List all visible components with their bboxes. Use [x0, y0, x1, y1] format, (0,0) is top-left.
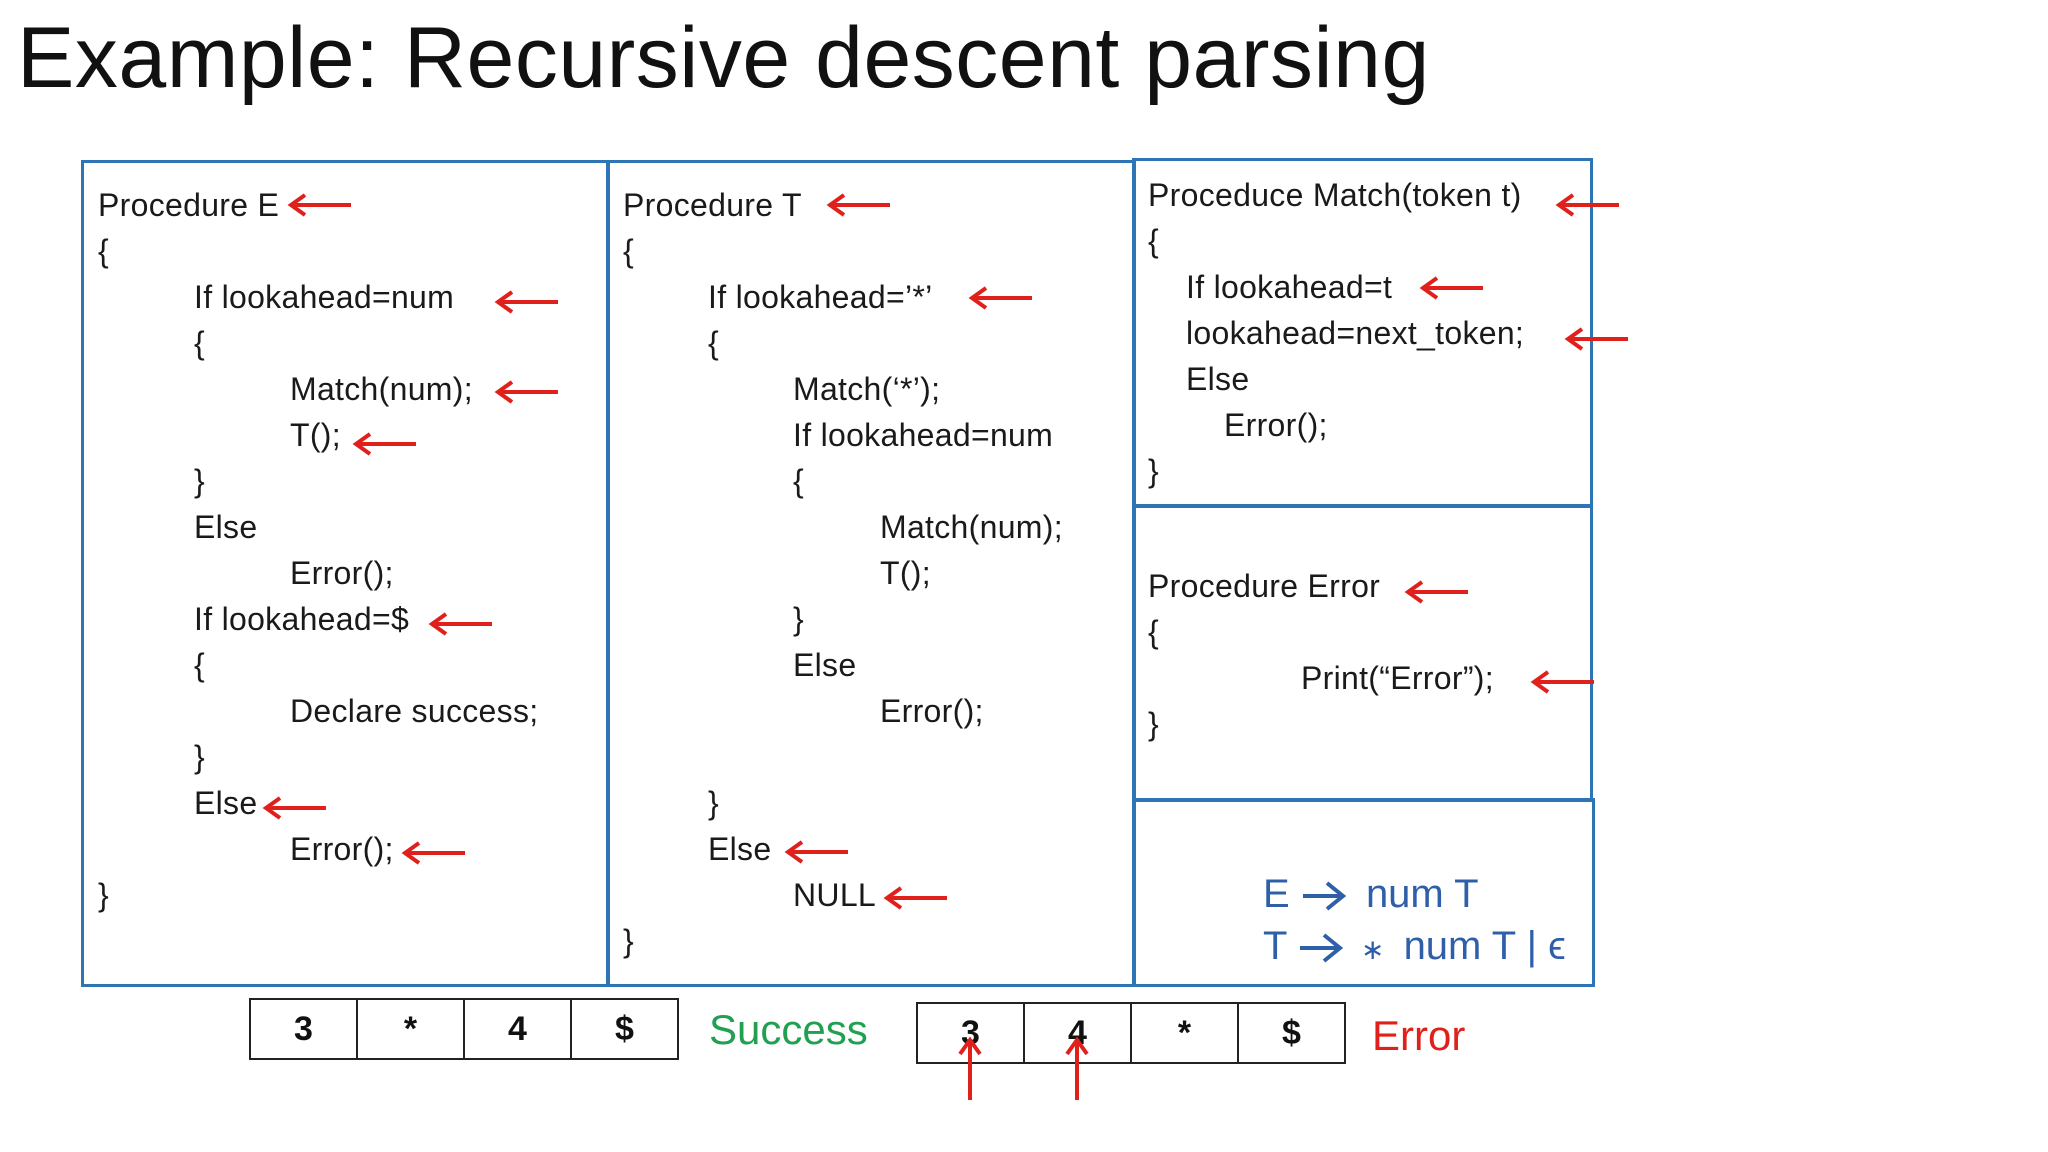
red-arrow-icon [262, 796, 326, 820]
code-line: T(); [290, 417, 341, 453]
red-arrow-icon [883, 886, 947, 910]
grammar-lhs: T [1263, 924, 1287, 968]
code-line: } [1148, 706, 1159, 742]
code-line: Error(); [880, 693, 984, 729]
right-arrow-icon [1299, 933, 1344, 963]
code-line: Match(num); [290, 371, 473, 407]
red-arrow-icon [1419, 276, 1483, 300]
grammar-box [1132, 798, 1595, 987]
red-arrow-icon [1555, 193, 1619, 217]
code-line: Declare success; [290, 693, 539, 729]
red-arrow-icon [1530, 670, 1594, 694]
input-tape-success: 3 * 4 $ [249, 998, 679, 1060]
code-line: { [1148, 223, 1159, 259]
code-line: { [1148, 614, 1159, 650]
code-line: Error(); [290, 555, 394, 591]
input-tape-error: 3 4 * $ [916, 1002, 1346, 1064]
code-line: Procedure E [98, 187, 280, 223]
right-arrow-icon [1302, 881, 1346, 911]
code-line: Error(); [290, 831, 394, 867]
tape-cell: $ [1237, 1002, 1346, 1064]
grammar-rule-1: E num T [1263, 870, 1479, 918]
code-line: Error(); [1224, 407, 1328, 443]
red-arrow-icon [968, 286, 1032, 310]
red-arrow-icon [494, 380, 558, 404]
code-line: { [194, 647, 205, 683]
grammar-star: ∗ [1360, 934, 1385, 965]
grammar-rhs: num T [1365, 872, 1479, 916]
red-arrow-icon [494, 290, 558, 314]
code-line: Else [194, 509, 258, 545]
grammar-rule-2: T ∗ num T | ϵ [1263, 922, 1566, 974]
code-line: Else [194, 785, 258, 821]
code-line: { [98, 233, 109, 269]
code-line: If lookahead=$ [194, 601, 410, 637]
grammar-lhs: E [1263, 872, 1290, 916]
code-line: Match(‘*’); [793, 371, 941, 407]
error-label: Error [1372, 1012, 1466, 1059]
code-line: lookahead=next_token; [1186, 315, 1525, 351]
red-arrow-icon [287, 193, 351, 217]
tape-cell: * [356, 998, 465, 1060]
red-arrow-icon [1404, 580, 1468, 604]
tape-cell: * [1130, 1002, 1239, 1064]
red-arrow-icon [352, 432, 416, 456]
code-line: { [793, 463, 804, 499]
red-arrow-icon [1564, 327, 1628, 351]
code-line: Print(“Error”); [1301, 660, 1494, 696]
grammar-rhs: num T | ϵ [1403, 924, 1566, 968]
slide-title: Example: Recursive descent parsing [17, 10, 1430, 106]
code-line: Else [793, 647, 857, 683]
red-arrow-icon [428, 612, 492, 636]
code-line: NULL [793, 877, 877, 913]
code-line: Else [708, 831, 772, 867]
code-line: { [623, 233, 634, 269]
code-line: { [194, 325, 205, 361]
code-line: Procedure Error [1148, 568, 1381, 604]
tape-cell: $ [570, 998, 679, 1060]
procedure-error-box [1132, 504, 1593, 802]
tape-cell: 4 [463, 998, 572, 1060]
tape-cell: 3 [249, 998, 358, 1060]
code-line: T(); [880, 555, 931, 591]
red-arrow-icon [784, 840, 848, 864]
code-line: } [194, 463, 205, 499]
code-line: } [98, 877, 109, 913]
code-line: If lookahead=’*’ [708, 279, 933, 315]
red-up-arrow-icon [958, 1036, 982, 1100]
code-line: } [708, 785, 719, 821]
success-label: Success [709, 1006, 868, 1053]
code-line: If lookahead=num [793, 417, 1054, 453]
red-arrow-icon [826, 193, 890, 217]
code-line: Match(num); [880, 509, 1063, 545]
code-line: Procedure T [623, 187, 802, 223]
code-line: Else [1186, 361, 1250, 397]
code-line: } [194, 739, 205, 775]
code-line: If lookahead=t [1186, 269, 1393, 305]
code-line: If lookahead=num [194, 279, 455, 315]
red-arrow-icon [401, 841, 465, 865]
red-up-arrow-icon [1065, 1036, 1089, 1100]
code-line: } [623, 923, 634, 959]
code-line: } [1148, 453, 1159, 489]
code-line: { [708, 325, 719, 361]
code-line: Proceduce Match(token t) [1148, 177, 1522, 213]
code-line: } [793, 601, 804, 637]
